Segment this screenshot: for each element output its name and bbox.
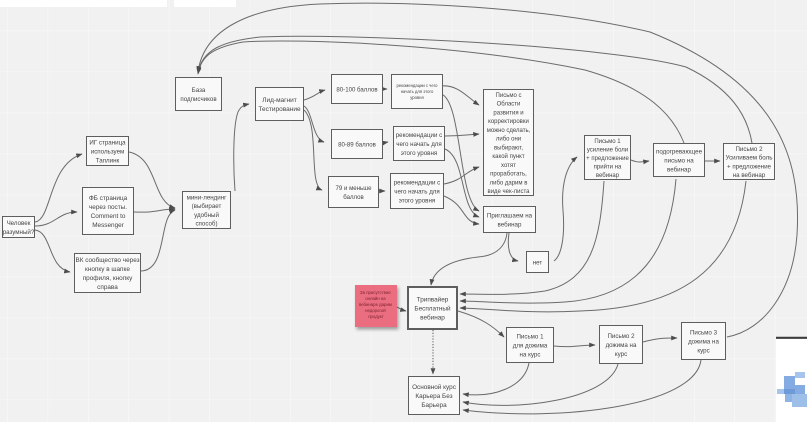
svg-text:нет: нет <box>533 259 543 266</box>
svg-text:80-89 баллов: 80-89 баллов <box>338 141 376 148</box>
svg-text:80-100 баллов: 80-100 баллов <box>336 86 377 93</box>
svg-text:За присутствие онлайн на вебин: За присутствие онлайн на вебинаре дарим … <box>359 290 393 319</box>
